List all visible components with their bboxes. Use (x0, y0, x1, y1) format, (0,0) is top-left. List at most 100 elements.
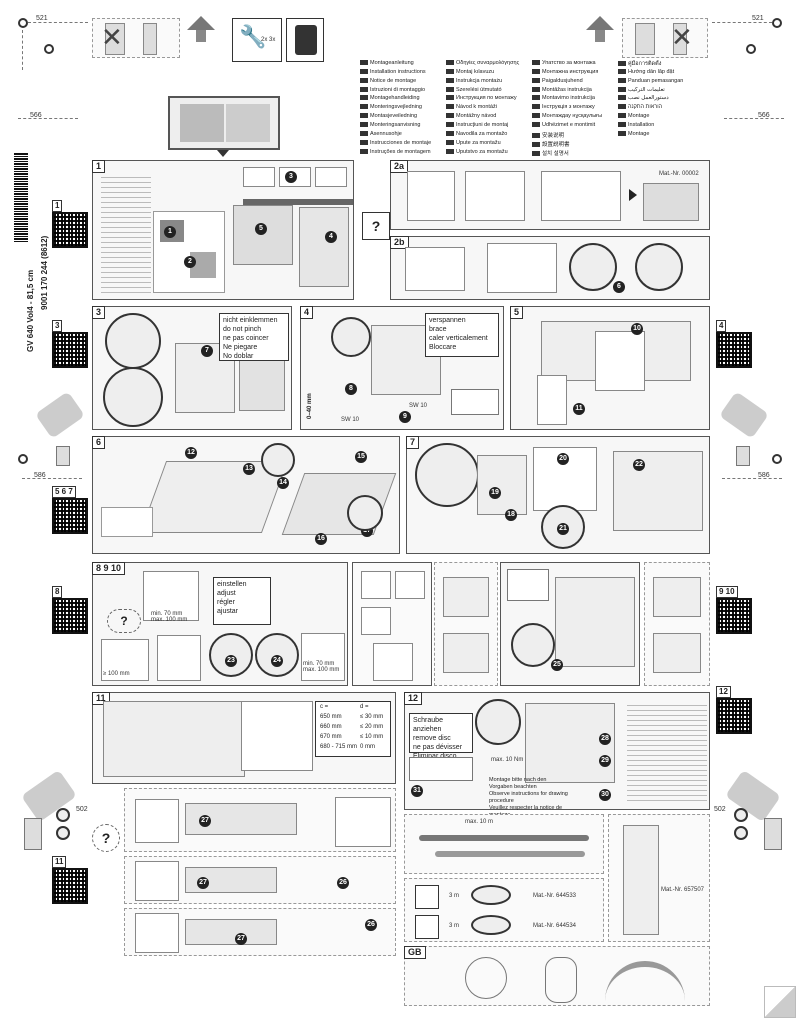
adjust-label-line: régler (217, 599, 235, 606)
language-label: Hướng dẫn lắp đặt (628, 68, 675, 75)
language-row: Montaj kılavuzu (446, 69, 528, 77)
language-label: Монтаждау нұсқаулығы (542, 113, 603, 120)
up-arrow-stem (196, 30, 206, 42)
language-flag-icon (532, 150, 540, 156)
callout-27a: 27 (199, 815, 211, 827)
language-flag-icon (360, 104, 368, 110)
qr-label-3: 3 (52, 320, 63, 332)
qr-code-step-11[interactable] (52, 868, 88, 904)
callout-3: 3 (285, 171, 297, 183)
language-label: Montage (628, 130, 650, 137)
no-gap-illustration-left: ✕ (92, 18, 180, 58)
step-number-2a: 2a (390, 160, 409, 173)
qr-code-step-4[interactable] (716, 332, 752, 368)
language-flag-icon (532, 68, 540, 74)
language-row: دستورالعمل نصب (618, 95, 700, 103)
qr-code-step-12[interactable] (716, 698, 752, 734)
qr-code-step-1[interactable] (52, 212, 88, 248)
language-row: Szerelési útmutató (446, 87, 528, 95)
language-flag-icon (360, 68, 368, 74)
table-head-d: d = (360, 704, 369, 710)
phone-icon (295, 25, 317, 55)
bracket-bottom-left (24, 818, 42, 850)
language-flag-icon (618, 113, 626, 119)
panel-step-9-detail (434, 562, 498, 686)
callout-24: 24 (271, 655, 283, 667)
worktop (243, 199, 353, 205)
language-flag-icon (360, 113, 368, 119)
dim-586-left-line (22, 478, 82, 479)
brace-label-line: brace (429, 326, 447, 333)
language-row: 安装说明 (532, 131, 614, 139)
qr-label-910: 9 10 (716, 586, 738, 598)
socket-icon-2 (415, 915, 439, 939)
callout-31: 31 (411, 785, 423, 797)
question-bubble-11: ? (92, 824, 120, 852)
appliance-front-illustration (168, 96, 280, 150)
callout-2: 2 (184, 256, 196, 268)
language-label: Szerelési útmutató (456, 86, 502, 93)
language-flag-icon (618, 68, 626, 74)
language-flag-icon (532, 122, 540, 128)
language-label: Panduan pemasangan (628, 77, 684, 84)
brace-label-line: Bloccare (429, 344, 457, 351)
qr-label-1: 1 (52, 200, 63, 212)
step-number-12: 12 (404, 692, 423, 705)
drill-depth-left (56, 446, 70, 466)
dim-586-left: 586 (34, 472, 46, 479)
qr-label-11: 11 (52, 856, 67, 868)
screw-warning-line: ne pas dévisser (413, 744, 463, 751)
language-flag-icon (360, 95, 368, 101)
language-label: Montageanleitung (370, 60, 414, 66)
callout-8: 8 (345, 383, 357, 395)
language-row: Montagehandleiding (360, 95, 442, 103)
panel-step-2b: 2b 6 (390, 236, 710, 300)
part-number-vertical-text: 9001 170 244 (8612) (40, 235, 49, 310)
language-flag-icon (446, 139, 454, 145)
panel-step-10-detail (644, 562, 710, 686)
language-row: Instrukcja montażu (446, 78, 528, 86)
no-rotation-box (409, 757, 473, 781)
drill-icon-left (35, 391, 85, 439)
language-label: Montasjeveiledning (370, 113, 418, 120)
cable-length-2: 3 m (449, 923, 460, 929)
language-row: Montage (618, 131, 700, 139)
adjust-label-line: adjust (217, 590, 236, 597)
qr-code-step-3[interactable] (52, 332, 88, 368)
parts-list (101, 175, 151, 293)
question-mark-2: ? (120, 614, 128, 628)
table-cell-d: ≤ 30 mm (360, 714, 384, 720)
language-row: Navodila za montažo (446, 131, 528, 139)
language-label: Upute za montažu (456, 139, 501, 146)
side-detail (537, 375, 567, 425)
step-number-2b: 2b (390, 236, 409, 249)
callout-14: 14 (277, 477, 289, 489)
language-flag-icon (532, 141, 540, 147)
language-flag-icon (532, 113, 540, 119)
qr-code-step-5-6-7[interactable] (52, 498, 88, 534)
language-label: تعليمات التركيب (628, 86, 665, 93)
language-flag-icon (446, 77, 454, 83)
language-label: Udhëzimet e montimit (542, 121, 596, 128)
cabinet-right (299, 207, 349, 287)
question-mark-3: ? (101, 830, 111, 846)
callout-12: 12 (185, 447, 197, 459)
socket-icon-1 (415, 885, 439, 909)
callout-20: 20 (557, 453, 569, 465)
language-row: Montážny návod (446, 113, 528, 121)
qr-code-step-9-10[interactable] (716, 598, 752, 634)
qr-label-12: 12 (716, 686, 731, 698)
model-vertical-text: GV 640 Vol4 - 81,5 cm (26, 269, 35, 352)
mat-nr-label-4: Mat.-Nr. 657507 (661, 887, 705, 893)
language-flag-icon (532, 95, 540, 101)
qr-label-4: 4 (716, 320, 727, 332)
qr-code-step-8[interactable] (52, 598, 88, 634)
language-label: Installation (628, 121, 655, 128)
language-label: Paigaldusjuhend (542, 77, 583, 84)
dim-566-right-line (724, 118, 784, 119)
info-sheet-box (286, 18, 324, 62)
language-row: Návod k montáži (446, 104, 528, 112)
no-gap-illustration-right: ✕ (622, 18, 708, 58)
dim-586-right: 586 (758, 472, 770, 479)
